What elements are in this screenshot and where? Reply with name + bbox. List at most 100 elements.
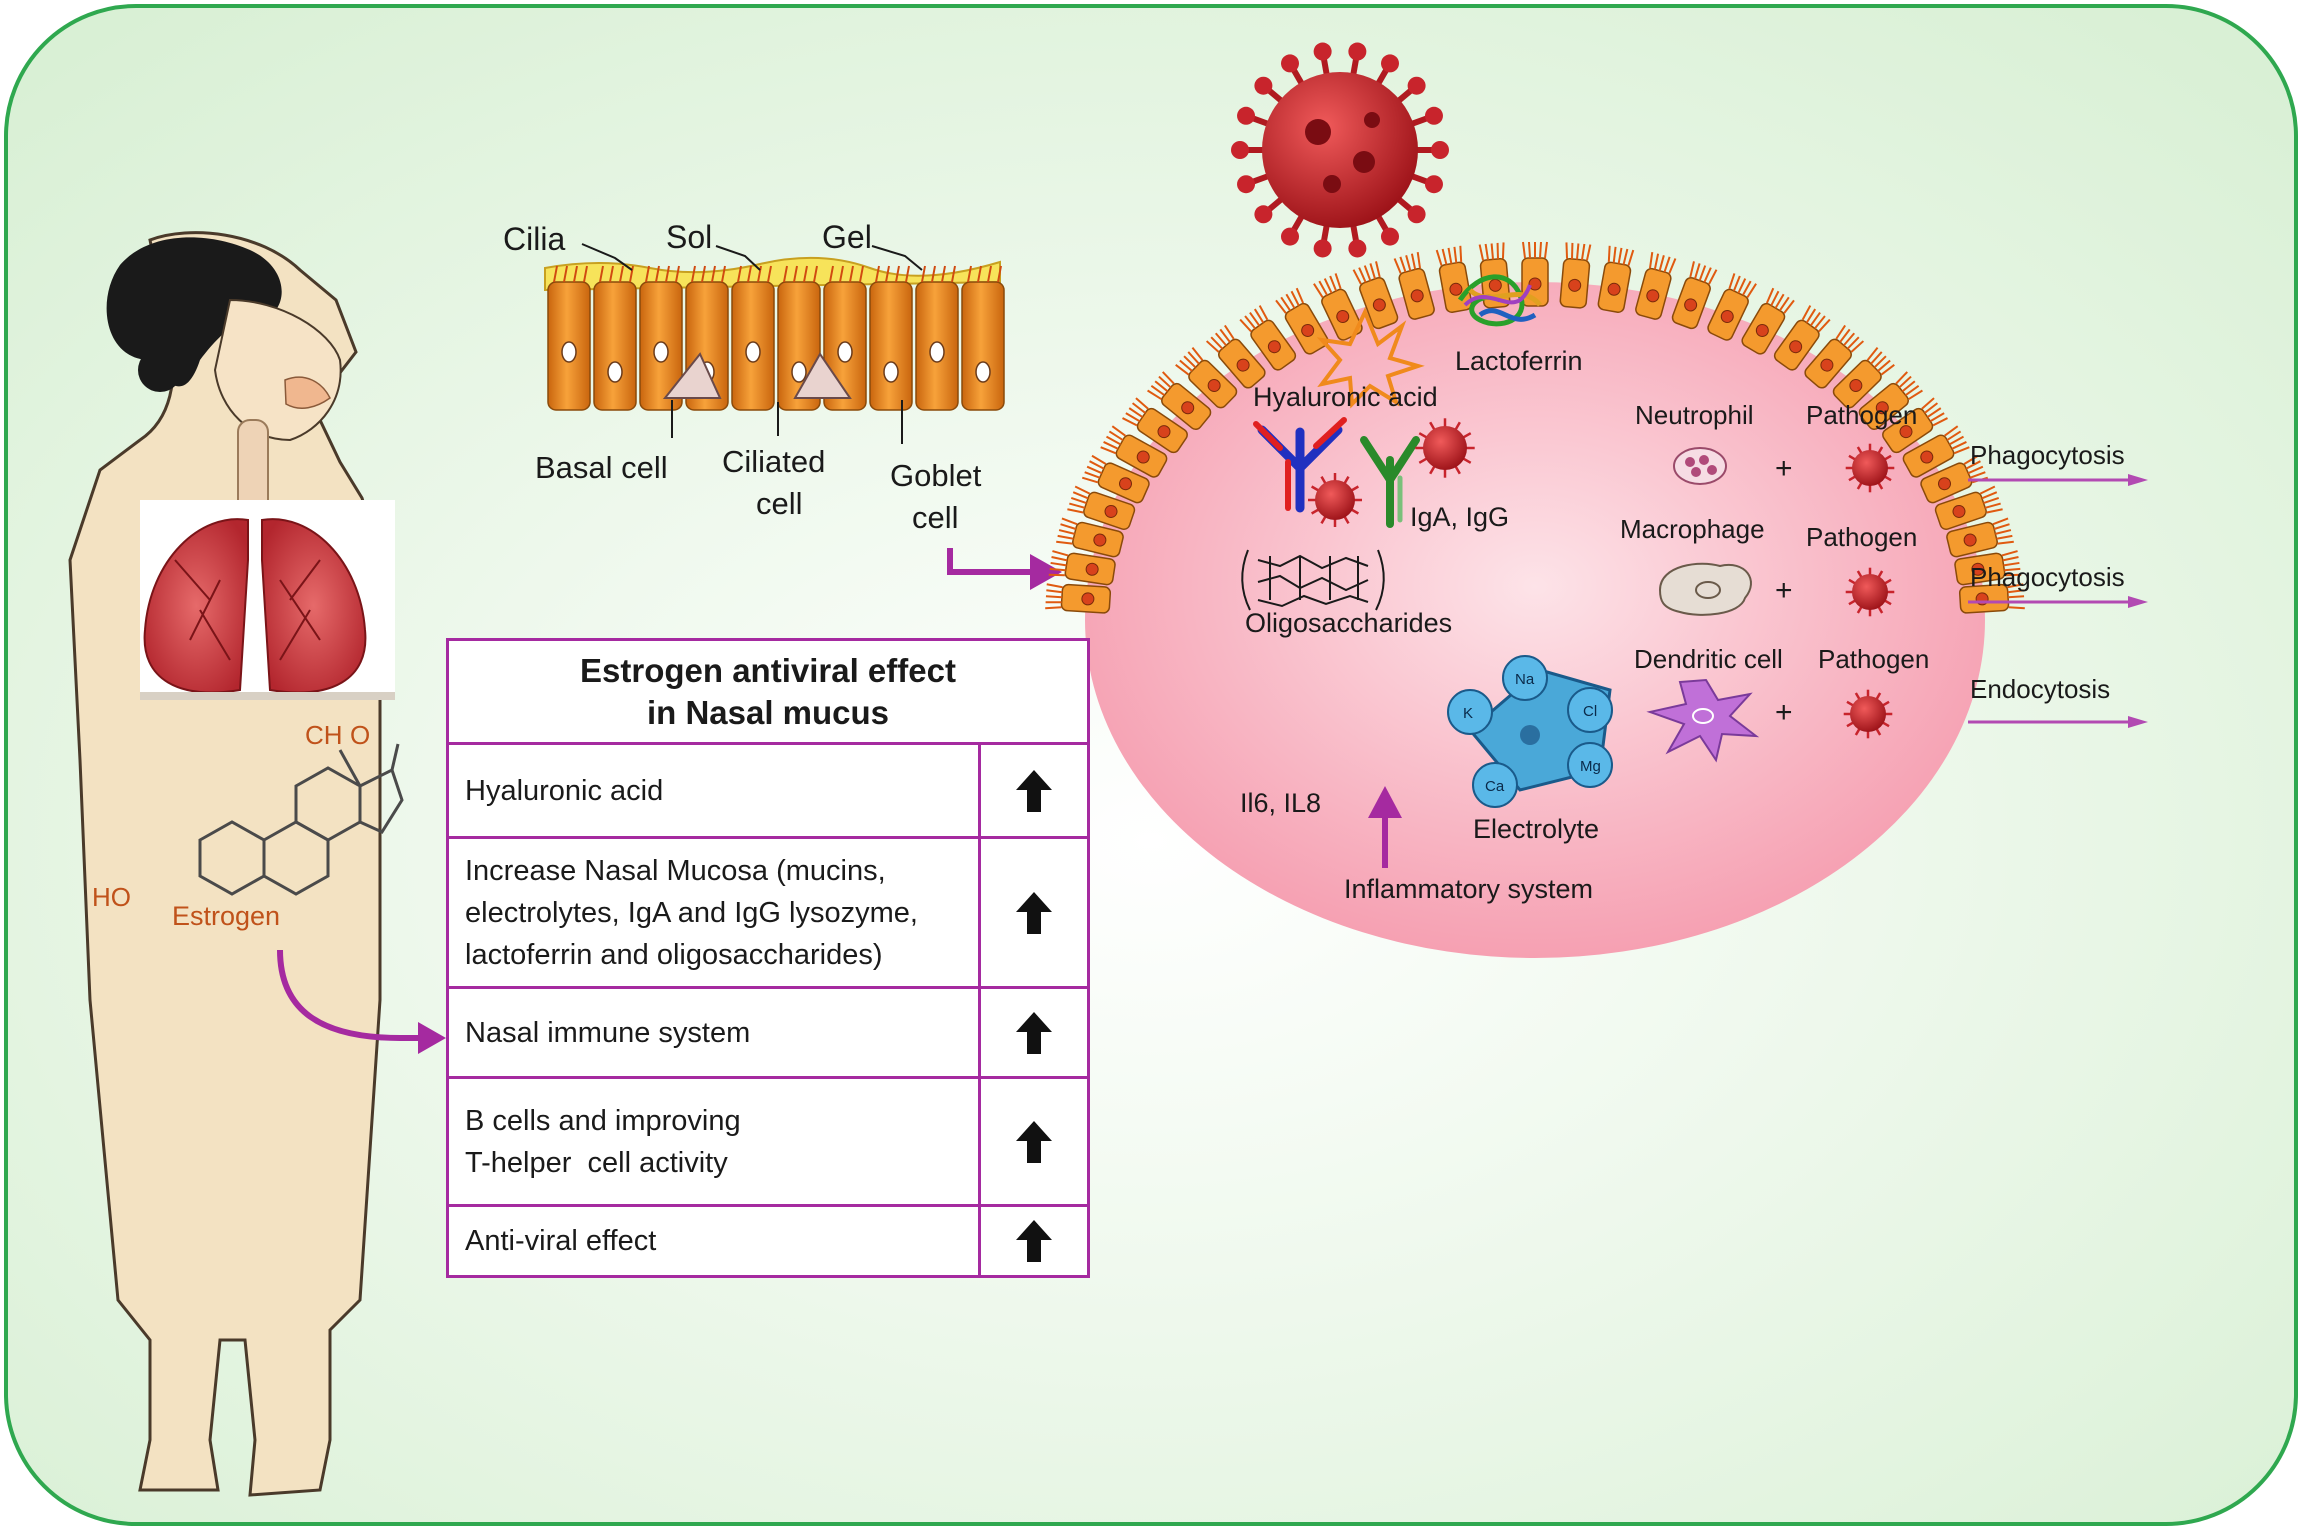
arc-epithelial-cell: [1832, 346, 1895, 409]
arc-epithelial-cell: [1175, 346, 1238, 409]
virus-icon: [1231, 42, 1449, 258]
ion-ca: Ca: [1485, 778, 1505, 795]
table-row: Nasal immune system: [449, 989, 1087, 1079]
table-row: Increase Nasal Mucosa (mucins, electroly…: [449, 839, 1087, 989]
inflammatory-label: Inflammatory system: [1344, 874, 1593, 904]
epithelium-section: [544, 256, 1005, 411]
row-label-immune-system: Nasal immune system: [449, 989, 981, 1076]
row-label-nasal-mucosa: Increase Nasal Mucosa (mucins, electroly…: [449, 839, 981, 986]
plus-sign-2: +: [1775, 574, 1793, 607]
antibody-icon: [1253, 417, 1347, 513]
sol-leader: [715, 245, 761, 271]
lactoferrin-protein-icon: [1457, 274, 1542, 327]
arc-epithelial-cell: [1045, 583, 1112, 614]
ch-label: CH: [305, 720, 343, 750]
table-title-line-2: in Nasal mucus: [646, 693, 890, 731]
immune-cell-rows: [1646, 443, 2148, 763]
cilia-leader: [581, 243, 633, 271]
dendritic-cell-icon: [1646, 678, 1760, 763]
epithelial-cell: [593, 281, 637, 411]
oligosaccharide-icon: [1241, 549, 1385, 611]
ion-mg: Mg: [1580, 758, 1601, 775]
arc-epithelial-cell: [1081, 454, 1150, 504]
antibody-icon-2: [1360, 436, 1420, 528]
hair-bun: [138, 348, 182, 392]
cilia-label: Cilia: [503, 221, 565, 257]
row-line: B cells and improving: [465, 1104, 741, 1137]
goblet-label-2: cell: [912, 500, 959, 535]
arc-epithelial-cell: [1352, 261, 1399, 330]
dendritic-label: Dendritic cell: [1634, 644, 1783, 674]
arc-epithelial-cell: [1067, 485, 1136, 531]
table-row: Hyaluronic acid: [449, 745, 1087, 839]
plus-sign-1: +: [1775, 452, 1793, 485]
ion-na: Na: [1515, 671, 1535, 688]
ho-label: HO: [92, 882, 131, 912]
hyaluronic-label: Hyaluronic acid: [1253, 382, 1438, 412]
up-arrow-icon: [981, 839, 1087, 986]
arc-epithelial-cell: [1934, 485, 2003, 531]
goblet-label-1: Goblet: [890, 458, 982, 493]
row-line: Anti-viral effect: [465, 1225, 657, 1257]
ion-cl: Cl: [1583, 703, 1597, 720]
epithelial-cell: [869, 281, 913, 411]
neutrophil-label: Neutrophil: [1635, 400, 1754, 430]
pathogen-label-1: Pathogen: [1806, 400, 1917, 430]
process-label-1: Phagocytosis: [1970, 440, 2125, 470]
macrophage-label: Macrophage: [1620, 514, 1765, 544]
basal-cell-label: Basal cell: [535, 450, 668, 485]
arc-epithelial-cell: [1435, 245, 1473, 314]
up-arrow-icon: [981, 1207, 1087, 1275]
pathogen-label-2: Pathogen: [1806, 522, 1917, 552]
estrogen-arrow-head: [418, 1022, 446, 1054]
table-title: Estrogen antiviral effect in Nasal mucus: [449, 641, 1087, 745]
bronchioles: [174, 559, 321, 661]
estrogen-arrow: [277, 949, 430, 1041]
epithelial-cell: [961, 281, 1005, 411]
goblet-arrow: [947, 548, 1040, 575]
woman-hair: [106, 237, 282, 387]
diaphragm: [140, 692, 395, 700]
pathogen-icon: [1845, 443, 1895, 493]
ciliated-label-1: Ciliated: [722, 444, 825, 479]
process-arrow-head: [2128, 474, 2148, 486]
arc-epithelial-cell: [1205, 324, 1266, 389]
arc-epithelial-cell: [1741, 287, 1795, 355]
ion-k: K: [1463, 705, 1473, 722]
arc-epithelial-cell: [1920, 454, 1989, 504]
process-label-2: Phagocytosis: [1970, 562, 2125, 592]
goblet-arrow-head: [1030, 554, 1062, 590]
arc-epithelial-cell: [1122, 397, 1188, 454]
electrolyte-label: Electrolyte: [1473, 814, 1599, 844]
basal-cell-1: [662, 352, 722, 399]
arc-epithelial-cell: [1954, 550, 2022, 586]
row-line: Increase Nasal Mucosa (mucins,: [465, 854, 886, 887]
il-label: Il6, IL8: [1240, 788, 1321, 818]
arc-epithelial-cell: [1056, 517, 1124, 558]
pathogen-icon: [1845, 567, 1895, 617]
pathogen-icon: [1308, 473, 1362, 527]
gel-leader: [871, 245, 923, 271]
electrolyte-icon: [1447, 655, 1613, 808]
row-label-hyaluronic: Hyaluronic acid: [449, 745, 981, 836]
row-line: T-helper cell activity: [465, 1146, 728, 1179]
pathogen-icon: [1843, 689, 1893, 739]
arc-epithelial-cell: [1707, 273, 1757, 341]
table-row: Anti-viral effect: [449, 1207, 1087, 1275]
estrogen-structure: [198, 743, 404, 896]
iga-igg-label: IgA, IgG: [1410, 502, 1509, 532]
arc-epithelial-cell: [1635, 252, 1677, 320]
plus-sign-3: +: [1775, 696, 1793, 729]
process-arrow-head: [2128, 716, 2148, 728]
estrogen-label: Estrogen: [172, 901, 280, 931]
arc-epithelial-cell: [1239, 305, 1297, 371]
basal-cell-2: [793, 352, 852, 399]
ciliated-label-2: cell: [756, 486, 803, 521]
nasal-cavity: [284, 376, 331, 410]
row-label-antiviral: Anti-viral effect: [449, 1207, 981, 1275]
arc-epithelial-cell: [1804, 324, 1865, 389]
mucus-region: [1085, 282, 1985, 958]
arc-epithelial-cell: [1559, 242, 1592, 309]
row-label-b-cells: B cells and improving T-helper cell acti…: [449, 1079, 981, 1204]
